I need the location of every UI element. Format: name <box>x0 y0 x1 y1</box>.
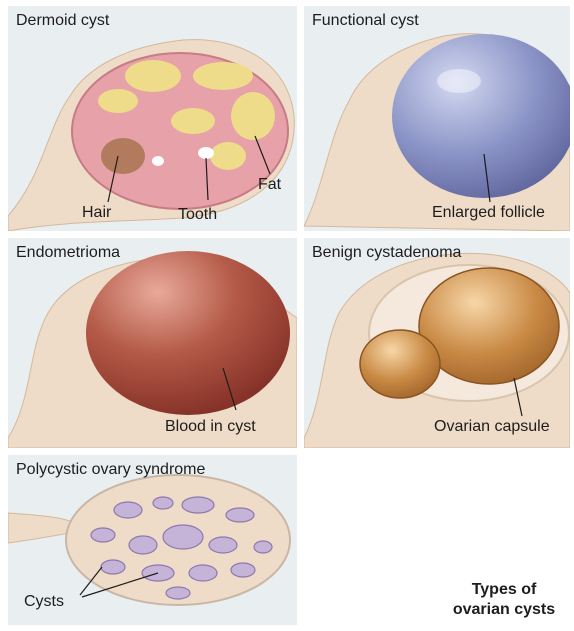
dermoid-cyst-title: Dermoid cyst <box>16 12 109 30</box>
caption-line-1: Types of <box>440 580 568 600</box>
ovarian-capsule-label: Ovarian capsule <box>434 418 550 436</box>
benign-cystadenoma-panel: Benign cystadenoma Ovarian capsule <box>304 238 570 448</box>
figure-caption: Types of ovarian cysts <box>440 580 568 620</box>
endometrioma-illustration <box>8 238 297 448</box>
blood-filled-cyst <box>86 251 290 415</box>
polycystic-ovary-title: Polycystic ovary syndrome <box>16 461 205 479</box>
dermoid-cyst-panel: Dermoid cyst Hair Tooth Fat <box>8 6 297 231</box>
dermoid-cyst-illustration <box>8 6 297 231</box>
tooth-label: Tooth <box>178 206 217 224</box>
enlarged-follicle-label: Enlarged follicle <box>432 204 545 222</box>
endometrioma-panel: Endometrioma Blood in cyst <box>8 238 297 448</box>
benign-cystadenoma-title: Benign cystadenoma <box>312 244 461 262</box>
fat-label: Fat <box>258 176 281 194</box>
functional-cyst-title: Functional cyst <box>312 12 419 30</box>
endometrioma-title: Endometrioma <box>16 244 120 262</box>
enlarged-follicle <box>392 34 570 198</box>
small-cyst-chamber <box>360 330 440 398</box>
cysts-label: Cysts <box>24 593 64 611</box>
hair-label: Hair <box>82 204 111 222</box>
caption-line-2: ovarian cysts <box>440 600 568 620</box>
functional-cyst-panel: Functional cyst Enlarged follicle <box>304 6 570 231</box>
polycystic-ovary-panel: Polycystic ovary syndrome Cysts <box>8 455 297 625</box>
blood-in-cyst-label: Blood in cyst <box>165 418 256 436</box>
benign-cystadenoma-illustration <box>304 238 570 448</box>
functional-cyst-illustration <box>304 6 570 231</box>
